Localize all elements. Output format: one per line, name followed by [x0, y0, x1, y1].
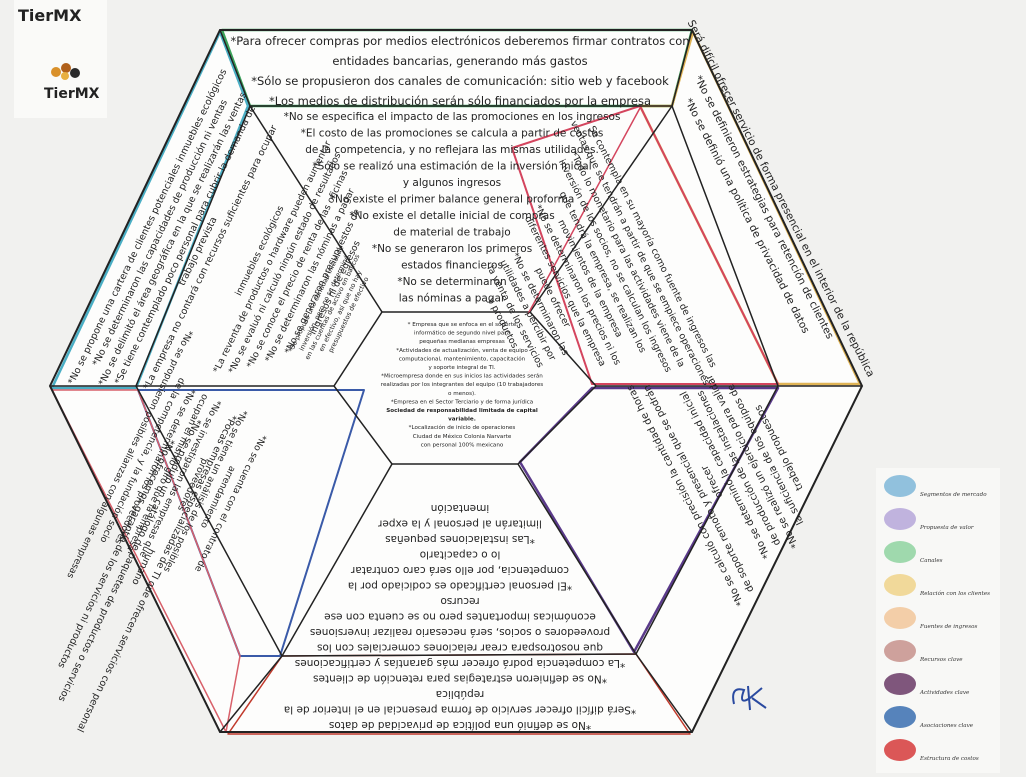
center-top-segment-text-line: *No existe el primer balance general pro…	[330, 194, 575, 206]
bottom-segment-text-line: *Las instalaciones pequeñas	[385, 533, 535, 545]
bottom-segment-text-line: *No se definieron estrategias para reten…	[313, 673, 607, 685]
legend-swatch	[884, 706, 916, 728]
bottom-segment-text-line: *No se definió una política de privacida…	[329, 719, 591, 731]
center-top-segment-text-line: *No se determinaron	[397, 276, 506, 288]
center-top-segment-text-line: las nóminas a pagar	[399, 293, 506, 305]
divider-line	[671, 29, 693, 107]
bottom-segment-text-line: limitarán al personal y la exper	[377, 518, 541, 530]
center-segment-text-line: Sociedad de responsabilidad limitada de …	[386, 408, 538, 414]
legend-swatch	[884, 574, 916, 596]
brand-title: TierMX	[18, 6, 82, 25]
center-segment-text-line: con personal 100% mexicano	[421, 442, 504, 448]
logo-card: TierMX TierMX	[14, 0, 107, 118]
legend-label: Fuentes de ingresos	[919, 624, 977, 630]
bottom-segment-text-line: *El personal certificado es codiciado po…	[348, 580, 572, 592]
center-segment-text-line: * Empresa que se enfoca en el soporte	[408, 322, 517, 328]
bottom-segment-text-line: república	[436, 688, 485, 700]
center-top-segment-text: *No se especifica el impacto de las prom…	[284, 111, 621, 305]
center-top-segment-text-line: *Sólo se realizó una estimación de la in…	[312, 161, 591, 173]
center-top-segment-text-line: *No se generaron los primeros	[372, 243, 532, 255]
center-segment-text-line: o menos).	[448, 391, 476, 397]
center-segment-text-line: realizadas por los integrantes del equip…	[381, 382, 544, 388]
legend-swatch	[884, 739, 916, 761]
top-segment-text: *Para ofrecer compras por medios electró…	[230, 34, 689, 108]
center-segment-text-line: *Actividades de actualización, venta de …	[396, 347, 528, 354]
bottom-segment-text-line: lo o capacitarlo	[420, 549, 501, 561]
legend-label: Estructura de costos	[919, 756, 979, 762]
outer-left-segment-border	[51, 389, 241, 733]
center-top-segment-text-line: *El costo de las promociones se calcula …	[301, 128, 604, 140]
center-top-segment-text-line: de material de trabajo	[393, 227, 510, 239]
bottom-segment-text-line: económicas importantes pero no se cuenta…	[324, 611, 596, 623]
top-segment-text-line: *Sólo se propusieron dos canales de comu…	[251, 74, 669, 88]
bottom-segment-text-line: proveedores o socios, será necesario rea…	[310, 626, 610, 638]
divider-line	[517, 463, 637, 655]
center-top-segment-text-line: y algunos ingresos	[403, 177, 501, 189]
bottom-segment-text-line: competencia, por ello será caro contrata…	[350, 564, 569, 576]
center-segment-text-line: pequeñas medianas empresas	[419, 339, 505, 345]
legend-swatch	[884, 607, 916, 629]
legend-swatch	[884, 475, 916, 497]
divider-line	[635, 653, 693, 733]
center-segment-text-line: computacional, mantenimiento, capacitaci…	[399, 355, 526, 362]
center-segment-text-line: *Localización de inicio de operaciones	[409, 424, 516, 431]
legend-swatch	[884, 640, 916, 662]
center-top-segment-text-line: de la competencia, y no reflejara las mi…	[305, 144, 599, 156]
center-segment-text-line: Ciudad de México Colonia Narvarte	[413, 433, 512, 440]
divider-line	[249, 105, 383, 313]
center-top-segment-text-line: *No existe el detalle inicial de compras	[349, 210, 554, 222]
legend-label: Actividades clave	[919, 690, 970, 696]
top-segment-text-line: *Para ofrecer compras por medios electró…	[230, 34, 689, 48]
divider-line	[219, 655, 283, 733]
hexagon-fill	[50, 30, 862, 732]
top-segment-text-line: entidades bancarias, generando más gasto…	[332, 54, 587, 68]
legend-label: Asociaciones clave	[919, 723, 974, 729]
center-segment-text-line: y soporte integral de TI.	[428, 365, 495, 371]
legend-label: Relación con los clientes	[919, 590, 990, 597]
signature-icon	[732, 685, 767, 711]
divider-line	[529, 105, 673, 313]
bottom-segment-text-line: *Será difícil ofrecer servicio de forma …	[284, 704, 636, 716]
legend-swatch	[884, 673, 916, 695]
legend-swatch	[884, 508, 916, 530]
divider-line	[219, 29, 251, 107]
legend-label: Segmentos de mercado	[920, 492, 987, 498]
brand-name: TierMX	[44, 86, 100, 102]
divider-line	[527, 107, 641, 315]
center-segment-text: * Empresa que se enfoca en el soporte inf…	[381, 322, 544, 448]
bottom-segment-text: *No se definió una política de privacida…	[284, 502, 636, 731]
legend-label: Propuesta de valor	[919, 525, 974, 531]
logo-icon	[51, 63, 80, 80]
legend-swatch	[884, 541, 916, 563]
bottom-segment-text-line: que nosotrospara crear relaciones comerc…	[317, 642, 603, 654]
legend-label: Canales	[920, 558, 943, 564]
center-top-segment-text-line: estados financieros	[401, 260, 503, 272]
bottom-segment-text-line: recurso	[440, 595, 479, 607]
divider-line	[281, 463, 393, 657]
center-segment-text-line: informático de segundo nivel para	[414, 330, 510, 337]
bottom-segment-text-line: *La competencia podrá ofrecer más garant…	[295, 657, 625, 669]
center-top-segment-text-line: *No se especifica el impacto de las prom…	[284, 111, 621, 123]
top-left-segment-border	[50, 30, 250, 390]
center-segment-text-line: *Empresa en el Sector Terciario y de for…	[391, 398, 533, 405]
bottom-segment-text-line: imentación	[431, 502, 490, 514]
center-segment-text-line: variable.	[448, 417, 476, 423]
center-segment-text-line: *Microempresa donde en sus inicios las a…	[381, 373, 543, 380]
top-segment-text-line: *Los medios de distribución serán sólo f…	[269, 94, 651, 108]
legend-label: Recursos clave	[919, 657, 963, 663]
